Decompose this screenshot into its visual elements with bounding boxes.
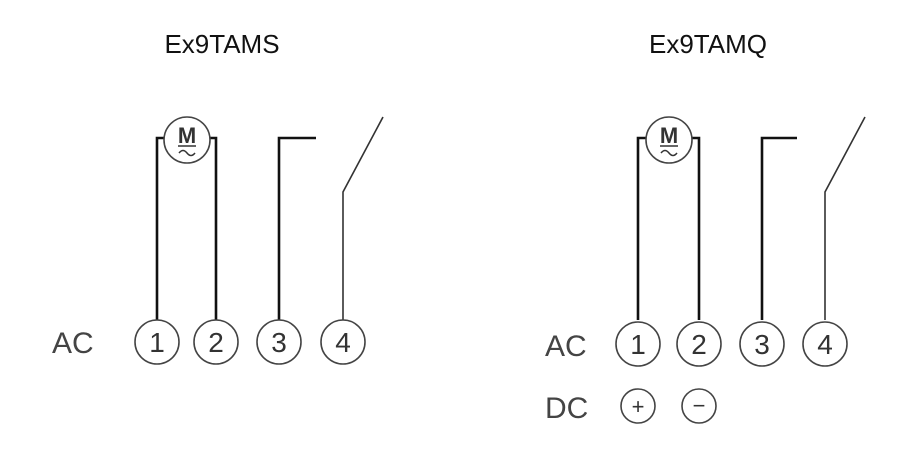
terminal-4-label: 4 [335,327,351,358]
contact-wire-terminal-3 [760,136,797,320]
terminal-3 [739,321,785,367]
motor-icon: M [163,116,211,164]
terminal-3-label: 3 [754,329,770,360]
unit-title: Ex9TAMQ [649,29,767,59]
switch-contact-terminal-4 [342,116,384,320]
ac-terminal-rail: AC 1 2 3 4 [545,321,848,367]
terminal-2-label: 2 [208,327,224,358]
terminal-1 [134,319,180,365]
terminal-2 [676,321,722,367]
dc-terminal-rail: DC + − [545,388,717,425]
terminal-2-label: 2 [691,329,707,360]
terminal-4-label: 4 [817,329,833,360]
contact-wire-terminal-3 [277,136,316,320]
motor-icon: M [645,116,693,164]
unit-ex9tamq: Ex9TAMQ M AC 1 2 3 4 D [545,29,866,425]
motor-label: M [660,123,678,148]
wiring [636,116,866,320]
switch-contact-terminal-4 [824,116,866,320]
terminal-1-label: 1 [630,329,646,360]
terminal-1 [615,321,661,367]
terminal-2 [193,319,239,365]
motor-wire-terminal-1 [636,136,647,320]
rail-label-ac: AC [545,330,587,363]
terminal-minus-label: − [693,393,706,418]
terminal-3-label: 3 [271,327,287,358]
ac-terminal-rail: AC 1 2 3 4 [52,319,366,365]
terminal-4 [802,321,848,367]
terminal-1-label: 1 [149,327,165,358]
terminal-minus [681,388,717,424]
terminal-3 [256,319,302,365]
terminal-plus-label: + [632,394,645,419]
terminal-plus [620,388,656,424]
motor-wire-terminal-1 [155,136,165,320]
motor-wire-terminal-2 [691,136,701,320]
rail-label-ac: AC [52,327,94,360]
motor-wire-terminal-2 [208,136,218,320]
motor-label: M [178,123,196,148]
rail-label-dc: DC [545,392,588,425]
unit-ex9tams: Ex9TAMS M AC 1 2 3 4 [52,29,384,365]
unit-title: Ex9TAMS [164,29,279,59]
terminal-4 [320,319,366,365]
